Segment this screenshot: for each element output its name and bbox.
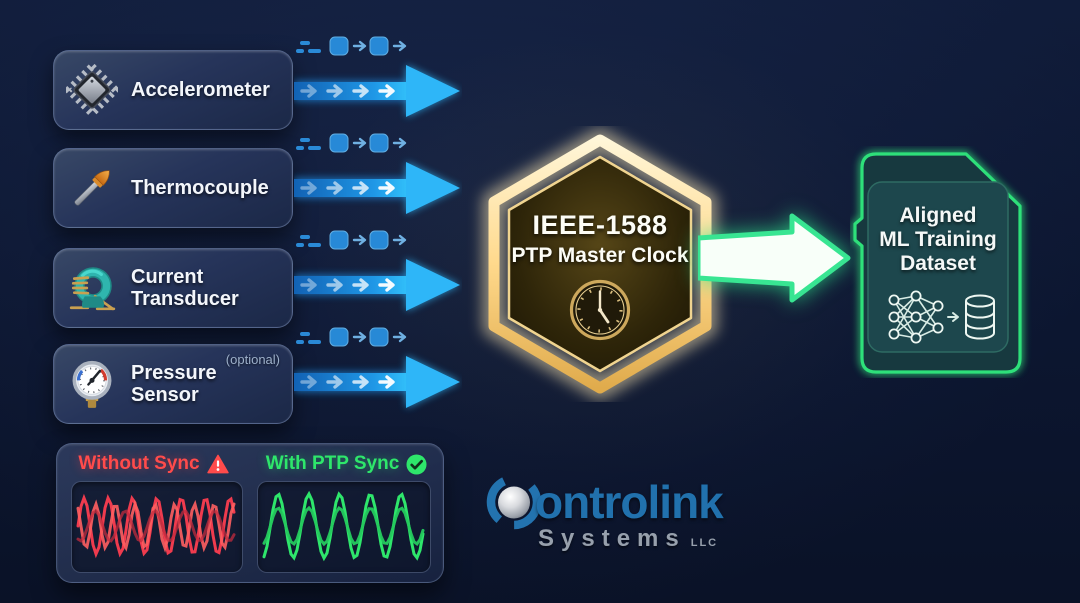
without-sync-header: Without Sync	[57, 453, 250, 475]
pressure-gauge-icon	[72, 360, 112, 408]
controlink-c-icon	[486, 474, 542, 530]
sensor-label: Current Transducer	[131, 265, 239, 310]
warning-icon	[206, 454, 229, 474]
data-flow-arrow-1	[294, 27, 462, 131]
controlink-logo: ontrolink Systems LLC	[484, 472, 774, 553]
database-icon	[965, 294, 995, 340]
synced-waveform-box	[257, 481, 431, 573]
dataset-line-3: Dataset	[900, 252, 976, 275]
unsynced-waveform	[76, 493, 236, 559]
sensor-label: Thermocouple	[131, 176, 269, 199]
analog-clock-icon	[569, 279, 631, 341]
dataset-line-2: ML Training	[879, 228, 997, 251]
sensor-card-pressure-sensor: (optional) Pressure Sensor	[53, 344, 293, 424]
synced-waveform	[262, 490, 425, 562]
ptp-title: IEEE-1588	[532, 210, 668, 240]
sensor-label: Accelerometer	[131, 78, 270, 101]
gold-hexagon	[482, 128, 718, 400]
sync-comparison-panel: Without Sync With PTP Sync	[56, 443, 444, 583]
logo-suffix: LLC	[690, 537, 719, 549]
neural-network-icon	[888, 290, 944, 344]
ml-dataset-card: Aligned ML Training Dataset	[850, 146, 1032, 378]
without-sync-label: Without Sync	[78, 453, 200, 474]
with-ptp-sync-header: With PTP Sync	[250, 453, 443, 475]
data-flow-arrow-2	[294, 124, 462, 228]
sensor-card-thermocouple: Thermocouple	[53, 148, 293, 228]
sensor-label: Pressure Sensor	[131, 361, 217, 406]
data-flow-arrow-3	[294, 221, 462, 325]
logo-subtitle: Systems	[538, 525, 686, 552]
check-icon	[406, 453, 427, 475]
arrow-right-icon	[947, 312, 959, 322]
thermocouple-icon	[74, 170, 110, 206]
ptp-subtitle: PTP Master Clock	[511, 244, 689, 267]
output-arrow	[698, 213, 851, 303]
data-flow-arrow-4	[294, 318, 462, 422]
dataset-label: Aligned ML Training Dataset	[868, 204, 1008, 276]
with-ptp-sync-label: With PTP Sync	[265, 453, 400, 474]
unsynced-waveform-box	[71, 481, 243, 573]
current-transducer-icon	[69, 267, 116, 311]
sensor-card-current-transducer: Current Transducer	[53, 248, 293, 328]
sensor-card-accelerometer: Accelerometer	[53, 50, 293, 130]
chip-icon	[66, 64, 118, 116]
ml-to-database-icons	[888, 290, 995, 344]
dataset-line-1: Aligned	[899, 204, 977, 227]
ptp-master-clock-node: IEEE-1588 PTP Master Clock	[466, 126, 734, 402]
optional-tag: (optional)	[225, 352, 280, 367]
logo-brand-text: ontrolink	[535, 476, 724, 528]
